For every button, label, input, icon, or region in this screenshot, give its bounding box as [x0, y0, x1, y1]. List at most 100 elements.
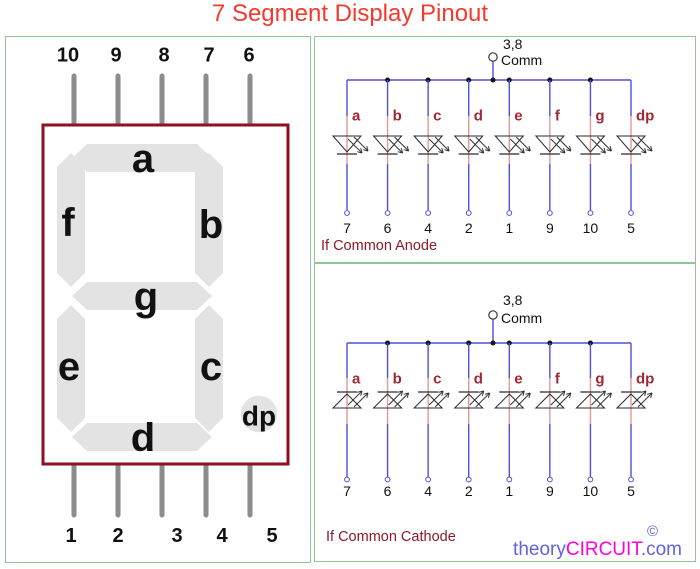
segment-b-shape — [195, 153, 223, 287]
bottom-pin-number: 5 — [266, 525, 277, 547]
terminal-circle — [425, 476, 432, 483]
led-branch-dp: dp 5 — [615, 343, 654, 499]
terminal-circle — [628, 210, 634, 216]
terminal-circle — [587, 210, 594, 216]
emission-arrow — [637, 392, 653, 408]
led-label: d — [474, 371, 483, 388]
circuit-pin-number: 1 — [505, 483, 513, 499]
emission-arrow — [597, 136, 612, 152]
emission-arrow — [388, 390, 404, 406]
circuit-pin-number: 2 — [465, 220, 473, 236]
emission-arrow — [591, 390, 606, 406]
led-label: b — [393, 371, 402, 388]
led-triangle — [534, 393, 566, 409]
led-triangle — [372, 393, 403, 409]
comm-terminal — [488, 52, 498, 62]
top-pin-number: 7 — [203, 45, 214, 67]
led-triangle — [615, 393, 647, 409]
led-branch-a: a7 — [331, 343, 369, 499]
junction-dot — [490, 340, 496, 346]
emission-arrow — [428, 138, 444, 154]
top-pin-number: 10 — [57, 45, 79, 67]
junction-dot — [490, 77, 496, 83]
terminal-circle — [587, 476, 594, 483]
circuit-pin-number: 6 — [384, 220, 392, 236]
segment-g-label: g — [134, 275, 158, 319]
led-label: e — [514, 108, 522, 125]
emission-arrow — [394, 136, 410, 152]
terminal-circle — [384, 476, 391, 483]
led-label: f — [555, 371, 561, 388]
terminal-circle — [425, 210, 432, 216]
emission-arrow — [509, 138, 525, 154]
emission-arrow — [591, 138, 606, 154]
emission-arrow — [475, 392, 491, 408]
led-branch-b: b6 — [372, 343, 410, 499]
led-label: e — [514, 371, 522, 388]
terminal-circle — [546, 476, 553, 483]
emission-arrow — [469, 390, 485, 406]
terminal-circle — [465, 210, 472, 216]
circuit-caption: If Common Anode — [321, 238, 437, 254]
led-label: c — [433, 371, 441, 388]
led-triangle — [575, 393, 606, 409]
emission-arrow — [631, 390, 647, 406]
emission-arrow — [353, 392, 369, 408]
led-triangle — [331, 135, 363, 153]
copyright-symbol: © — [646, 523, 658, 540]
logo-circuit: CIRCUIT — [565, 539, 641, 560]
led-branch-e: e1 — [494, 80, 531, 236]
emission-arrow — [394, 392, 410, 408]
terminal-circle — [506, 210, 513, 216]
bottom-pin-number: 2 — [112, 525, 123, 547]
emission-arrow — [550, 138, 566, 154]
led-label: d — [474, 108, 483, 125]
decimal-point-shape — [240, 395, 278, 433]
circuit-pin-number: 5 — [627, 483, 635, 499]
led-branch-d: d2 — [453, 343, 491, 499]
emission-arrow — [515, 392, 531, 408]
emission-arrow — [347, 390, 363, 406]
led-branch-b: b6 — [372, 80, 410, 236]
led-triangle — [453, 393, 484, 409]
circuit-pin-number: 1 — [505, 220, 513, 236]
circuit-pin-number: 4 — [424, 483, 432, 499]
led-label: g — [595, 108, 604, 125]
segment-f-shape — [57, 153, 85, 287]
emission-arrow — [550, 390, 566, 406]
emission-arrow — [637, 136, 653, 152]
led-branch-e: e1 — [494, 343, 531, 499]
led-branch-c: c4 — [413, 80, 450, 236]
led-branch-f: f9 — [534, 80, 572, 236]
emission-arrow — [428, 390, 444, 406]
emission-arrow — [556, 392, 572, 408]
led-branch-dp: dp5 — [615, 80, 654, 236]
led-triangle — [575, 135, 606, 153]
circuit-pin-number: 9 — [546, 220, 554, 236]
top-pin-number: 9 — [110, 45, 121, 67]
led-branch-a: a7 — [331, 80, 369, 236]
led-label: a — [352, 371, 361, 388]
led-branch-c: c4 — [412, 343, 450, 499]
circuit-pin-number: 4 — [424, 220, 432, 236]
circuit-caption: If Common Cathode — [326, 529, 456, 545]
emission-arrow — [509, 390, 525, 406]
segment-g-shape — [72, 282, 212, 310]
led-branch-g: g10 — [575, 80, 612, 236]
emission-arrow — [597, 392, 612, 408]
segment-d-label: d — [131, 416, 155, 460]
emission-arrow — [353, 136, 369, 152]
segment-b-label: b — [199, 203, 223, 247]
emission-arrow — [475, 136, 491, 152]
terminal-circle — [384, 210, 391, 216]
comm-pin-numbers: 3,8 — [503, 292, 523, 308]
led-label: a — [352, 108, 361, 125]
led-triangle — [615, 135, 647, 153]
page-title: 7 Segment Display Pinout — [211, 0, 489, 27]
terminal-circle — [628, 476, 634, 483]
led-label: dp — [636, 371, 654, 388]
segment-e-label: e — [58, 345, 80, 389]
